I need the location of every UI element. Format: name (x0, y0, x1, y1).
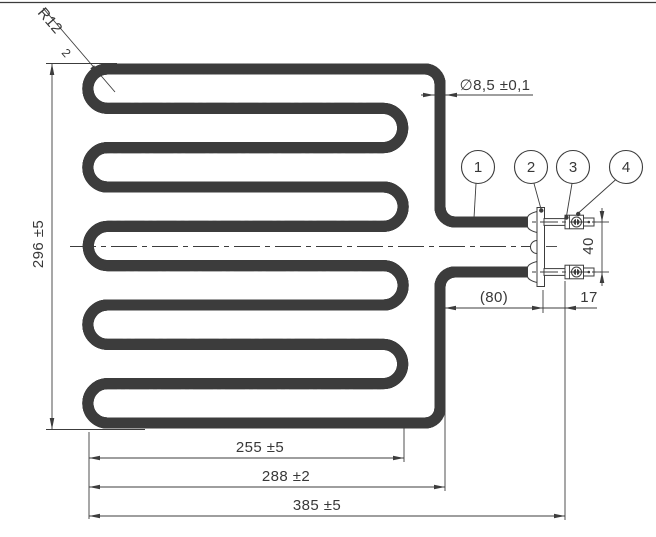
tube-centerline (88, 69, 543, 423)
balloon-leader-dot (564, 215, 569, 220)
balloon-callouts: 1 2 3 4 (460, 149, 644, 222)
balloon-circle (555, 149, 591, 185)
spacing-arrow-top (599, 211, 605, 222)
flange-center-tab (530, 239, 538, 255)
height-dimension: 296 ±5 (30, 63, 145, 430)
offset-arrow-left (445, 305, 456, 311)
balloon-circle (608, 149, 644, 185)
balloon-leader (533, 183, 542, 210)
balloon-leader-dot (576, 211, 581, 217)
offset-dimensions: (80) 17 (444, 281, 598, 520)
radius-callout: R12 2 (34, 4, 116, 93)
terminal-tab-hole (587, 220, 591, 224)
offset-dim-text: (80) (480, 289, 508, 306)
balloon-number: 1 (474, 159, 482, 176)
spacing-dim-text: 40 (580, 237, 597, 255)
diameter-dim-text: ∅8,5 ±0,1 (460, 77, 531, 94)
balloon-1: 1 (460, 149, 496, 222)
overall-length-text: 385 ±5 (293, 497, 341, 514)
radius-leader-line (42, 7, 116, 93)
flange-plate (536, 207, 545, 287)
radius-qty-text: 2 (59, 46, 74, 60)
balloon-leader-dot (471, 217, 477, 222)
balloon-leader (473, 183, 477, 219)
balloon-circle (460, 149, 496, 185)
height-arrow-bottom (49, 418, 55, 430)
diameter-dimension: ∅8,5 ±0,1 (421, 77, 533, 98)
balloon-number: 3 (569, 159, 577, 176)
terminal-length-arrow (565, 305, 576, 311)
terminal-tab-hole (587, 270, 591, 274)
height-dim-text: 296 ±5 (30, 220, 47, 268)
tube-outer-wall (82, 63, 543, 429)
radius-dim-text: R12 (34, 4, 66, 37)
balloon-leader (566, 183, 573, 217)
terminal-length-text: 17 (580, 289, 598, 306)
diameter-arrow-left (423, 92, 434, 98)
balloon-leader (578, 178, 618, 213)
balloon-2: 2 (513, 149, 549, 213)
overall-length-arrow-left (89, 513, 100, 519)
overall-length-arrow-right (554, 513, 565, 519)
terminal-lower (450, 264, 601, 280)
spacing-arrow-bottom (599, 272, 605, 283)
balloon-number: 4 (622, 159, 630, 176)
balloon-leader-dot (539, 208, 544, 213)
radius-leader-arrow (90, 65, 100, 76)
heating-element-tube (88, 69, 543, 423)
mid-width-arrow-right (434, 484, 445, 490)
tube-inner-wall (88, 69, 543, 423)
inner-width-arrow-left (89, 455, 100, 461)
balloon-4: 4 (576, 149, 644, 217)
diameter-arrow-right (446, 92, 457, 98)
terminal-upper (450, 214, 601, 230)
offset-arrow-right (532, 305, 543, 311)
mid-width-arrow-left (89, 484, 100, 490)
inner-width-arrow-right (393, 455, 404, 461)
inner-width-text: 255 ±5 (236, 439, 284, 456)
mid-width-text: 288 ±2 (262, 468, 310, 485)
balloon-circle (513, 149, 549, 185)
terminal-spacing-dimension: 40 (580, 208, 609, 286)
height-arrow-top (49, 63, 55, 75)
balloon-3: 3 (555, 149, 591, 220)
balloon-number: 2 (527, 159, 535, 176)
tube-outer-fill (88, 69, 543, 423)
tube-inner-fill (88, 69, 543, 423)
bottom-dimensions: 255 ±5 288 ±2 385 ±5 (88, 427, 565, 519)
